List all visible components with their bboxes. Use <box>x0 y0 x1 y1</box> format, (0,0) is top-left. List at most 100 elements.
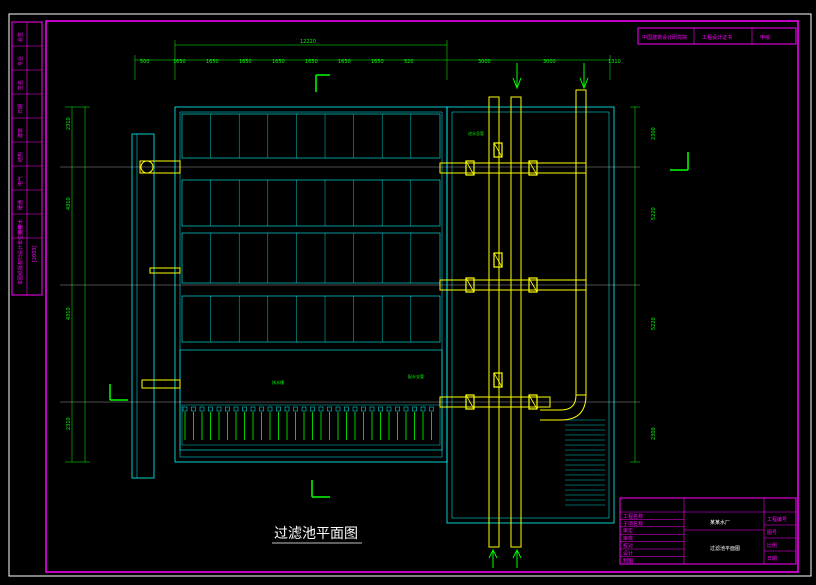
top-dim-left-1: 500 <box>140 59 150 65</box>
nozzle-head <box>412 406 417 412</box>
nozzle-head <box>250 406 256 412</box>
valve-cross <box>493 372 503 388</box>
tb-right-3: 比例 <box>767 542 777 549</box>
nozzle-head <box>386 406 392 412</box>
nozzle-head <box>352 406 358 412</box>
nozzle-head <box>191 406 196 412</box>
pipe-network <box>139 89 587 548</box>
nozzle-head <box>395 406 400 412</box>
tb-row-6: 设计 <box>623 550 633 557</box>
top-cell-1: 中国建筑设计研究院 <box>642 34 687 41</box>
nozzle-array <box>182 406 434 440</box>
header-pipe-1 <box>439 162 587 174</box>
strip-id-box: [2003] <box>32 245 38 262</box>
nozzle-head <box>267 406 273 412</box>
note-inlet-main: 进水总管 <box>468 130 484 136</box>
right-dim-1: 2300 <box>651 127 657 140</box>
right-dim-3: 5220 <box>651 317 657 330</box>
filter-row-3 <box>181 232 441 284</box>
overall-width-dim: 12220 <box>300 39 316 45</box>
tb-right-4: 日期 <box>767 556 777 562</box>
nozzle-head <box>335 406 341 412</box>
title-block-drawing-name: 过滤池平面图 <box>710 545 740 552</box>
strip-cell-8: 暖通 <box>17 200 24 210</box>
valve-cross <box>493 252 503 268</box>
distribution-box <box>179 349 443 451</box>
inlet-pipe-2 <box>149 267 181 274</box>
strip-cell-4: 日期 <box>18 104 24 114</box>
nozzle-head <box>225 406 230 412</box>
filter-basin-outline <box>174 106 448 463</box>
left-dim-3: 4310 <box>66 307 72 320</box>
nozzle-head <box>378 406 383 412</box>
tb-right-1: 工程编号 <box>767 516 787 523</box>
centerlines <box>60 166 640 403</box>
strip-cell-9: 给排水 <box>17 219 24 234</box>
strip-cell-1: 会签 <box>17 32 24 42</box>
top-cell-2: 工程设计证书 <box>702 34 732 41</box>
drawing-title: 过滤池平面图 <box>274 526 358 542</box>
nozzle-head <box>369 406 375 412</box>
valve <box>493 372 503 388</box>
filter-row-2 <box>181 179 441 227</box>
left-dim-2: 4310 <box>66 197 72 210</box>
nozzle-head <box>276 406 281 412</box>
outer-sheet-border <box>8 13 812 577</box>
right-dim-4: 2300 <box>651 427 657 440</box>
nozzle-head <box>420 406 426 412</box>
nozzle-head <box>403 406 409 412</box>
tb-row-7: 制图 <box>623 557 633 564</box>
top-dim-left-5: 1650 <box>272 59 285 65</box>
top-cell-3: 甲级 <box>760 34 770 41</box>
nozzle-head <box>293 406 298 412</box>
valve-cross <box>528 160 538 176</box>
left-dim-4: 2310 <box>66 417 72 430</box>
nozzle-head <box>208 406 213 412</box>
nozzle-head <box>361 406 366 412</box>
tb-row-2: 子项名称 <box>623 520 643 527</box>
nozzle-head <box>233 406 239 412</box>
inlet-pipe-3 <box>141 379 181 389</box>
top-dim-left-7: 1650 <box>338 59 351 65</box>
top-dim-right-3: 1310 <box>608 59 621 65</box>
valve-cross <box>493 142 503 158</box>
tb-right-2: 图号 <box>767 530 777 536</box>
right-dim-2: 5220 <box>651 207 657 220</box>
strip-cell-5: 建筑 <box>17 128 24 138</box>
top-dim-right-1: 3000 <box>478 59 491 65</box>
valve <box>528 160 538 176</box>
nozzle-head <box>259 406 264 412</box>
nozzle-head <box>429 406 434 412</box>
main-pipe-1 <box>488 96 500 548</box>
valve-cross <box>465 160 475 176</box>
note-distribution: 配水支管 <box>408 373 424 379</box>
main-pipe-3 <box>575 89 587 396</box>
nozzle-head <box>242 406 247 412</box>
tb-row-5: 校对 <box>623 543 633 550</box>
stair <box>565 419 605 506</box>
nozzle-head <box>216 406 222 412</box>
nozzle-head <box>284 406 290 412</box>
top-dim-left-6: 1650 <box>305 59 318 65</box>
valve <box>493 142 503 158</box>
top-dim-right-2: 3000 <box>543 59 556 65</box>
dimension-lines <box>65 40 689 568</box>
valve <box>465 160 475 176</box>
nozzle-head <box>182 406 188 412</box>
nozzle-head <box>301 406 307 412</box>
title-block-project: 某某水厂 <box>710 519 730 526</box>
tb-row-1: 工程名称 <box>623 513 643 520</box>
top-dim-left-3: 1650 <box>206 59 219 65</box>
strip-caption: 本图纸版权归设计单位所有 <box>17 225 24 285</box>
top-dim-left-2: 1650 <box>173 59 186 65</box>
pipe-gallery-outline <box>446 106 615 524</box>
main-pipe-2 <box>510 96 522 548</box>
left-dim-1: 2310 <box>66 117 72 130</box>
valves <box>465 142 538 410</box>
filter-row-1 <box>181 113 441 159</box>
strip-cell-7: 电气 <box>17 176 24 186</box>
nozzle-head <box>199 406 205 412</box>
